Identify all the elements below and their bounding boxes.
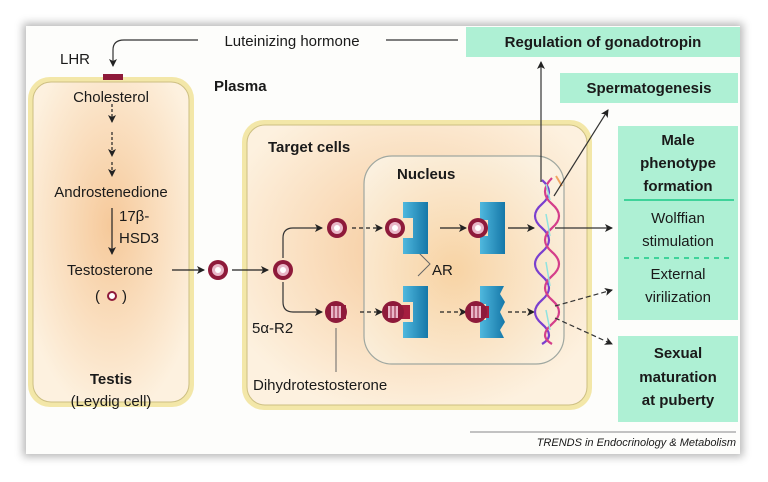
outcome-external-line2: virilization <box>645 289 711 306</box>
androgen-receptor-complex <box>468 202 505 254</box>
label-androstenedione: Androstenedione <box>54 184 167 201</box>
label-target-cells: Target cells <box>268 139 350 156</box>
label-enzyme-hsd3: HSD3 <box>119 230 159 247</box>
nucleus <box>363 155 565 365</box>
arrow-to-spermatogenesis <box>553 109 609 197</box>
label-ar: AR <box>432 262 453 279</box>
outcome-box-spermatogenesis <box>560 73 738 103</box>
label-testosterone: Testosterone <box>67 262 153 279</box>
paren-close: ) <box>122 288 127 305</box>
outcome-male-line3: formation <box>643 178 712 195</box>
outcome-box-male-phenotype <box>618 126 738 320</box>
branch-lower <box>282 282 323 316</box>
outcome-male-line1: Male <box>661 132 694 149</box>
outcome-male-line2: phenotype <box>640 155 716 172</box>
label-plasma: Plasma <box>214 78 267 95</box>
testosterone-molecule <box>273 260 293 280</box>
outcome-wolffian-line2: stimulation <box>642 233 714 250</box>
label-5a-r2: 5α-R2 <box>252 320 293 337</box>
outcome-sexual-line1: Sexual <box>654 345 702 362</box>
arrow-to-external-virilization <box>554 288 613 307</box>
lh-receptor <box>103 74 123 80</box>
androgen-receptor <box>382 286 428 338</box>
label-testis: Testis <box>90 371 132 388</box>
testis-cell <box>28 77 194 407</box>
label-nucleus: Nucleus <box>397 166 455 183</box>
outcome-box-sexual-maturation <box>618 336 738 422</box>
testosterone-molecule <box>208 260 228 280</box>
paren-open: ( <box>95 288 100 305</box>
credit-text: TRENDS in Endocrinology & Metabolism <box>537 437 736 449</box>
arrow-to-sexual-maturation <box>554 317 613 345</box>
dht-molecule <box>325 301 347 323</box>
outcome-gonadotropin: Regulation of gonadotropin <box>505 34 702 51</box>
outcome-box-gonadotropin <box>466 27 740 57</box>
outcome-sexual-line3: at puberty <box>642 392 715 409</box>
label-luteinizing-hormone: Luteinizing hormone <box>224 33 359 50</box>
testosterone-molecule <box>107 291 117 301</box>
branch-upper <box>282 224 323 258</box>
outcome-sexual-line2: maturation <box>639 369 717 386</box>
testosterone-molecule <box>327 218 347 238</box>
ar-bracket <box>417 251 431 277</box>
dht-receptor-complex <box>465 286 505 338</box>
androgen-receptor <box>385 202 428 254</box>
label-dihydrotestosterone: Dihydrotestosterone <box>253 377 387 394</box>
label-leydig-cell: (Leydig cell) <box>71 393 152 410</box>
label-cholesterol: Cholesterol <box>73 89 149 106</box>
label-enzyme-17b: 17β- <box>119 208 149 225</box>
outcome-wolffian-line1: Wolffian <box>651 210 705 227</box>
outcome-external-line1: External <box>650 266 705 283</box>
label-lhr: LHR <box>60 51 90 68</box>
outcome-spermatogenesis: Spermatogenesis <box>586 80 711 97</box>
lh-arrow <box>109 39 198 67</box>
